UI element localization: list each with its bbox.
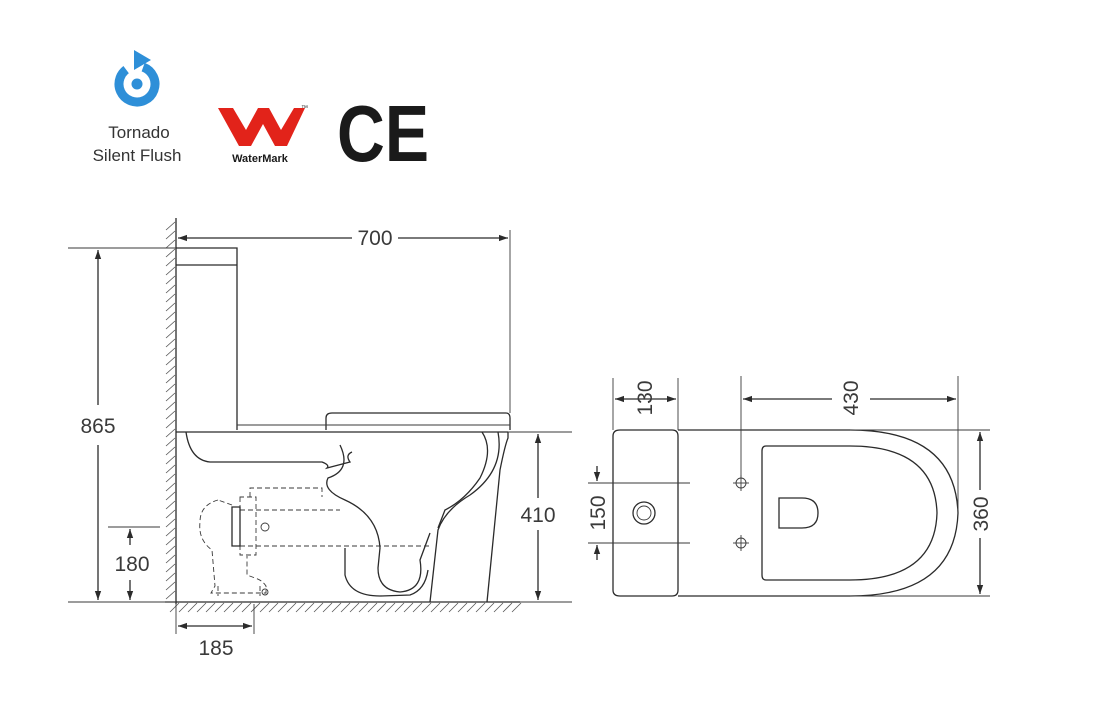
tornado-line2: Silent Flush [93, 146, 182, 165]
bowl-outer [678, 429, 959, 597]
dim-outlet-height: 180 [114, 553, 149, 576]
dim-inlet-spacing: 150 [587, 495, 610, 530]
tornado-logo: Tornado Silent Flush [93, 50, 182, 165]
side-dimensions: 700 865 180 185 410 [68, 227, 572, 660]
dim-tank-depth: 130 [634, 380, 657, 415]
watermark-w-icon [218, 108, 305, 146]
dim-width: 360 [970, 496, 993, 531]
side-view [165, 218, 522, 613]
dim-outlet-setback: 185 [198, 637, 233, 660]
seat-lid [325, 412, 511, 430]
fixing-point [733, 535, 749, 551]
dim-height: 865 [80, 415, 115, 438]
dim-bowl-length: 430 [840, 380, 863, 415]
trap-front [185, 431, 500, 603]
top-dimensions: 130 430 150 360 [587, 376, 993, 597]
outlet-pipe-dashed [199, 487, 430, 594]
watermark-label: WaterMark [232, 153, 289, 165]
ce-mark-icon: CE [337, 89, 429, 178]
ce-label: CE [337, 89, 429, 178]
dim-rim-height: 410 [520, 504, 555, 527]
drain-outline [778, 497, 819, 529]
circular-arrow-icon [114, 50, 160, 107]
floor-hatch [169, 602, 522, 613]
pan-body [486, 432, 509, 603]
tornado-line1: Tornado [108, 123, 169, 142]
seat-inner [761, 445, 938, 581]
watermark-logo: ™ WaterMark [218, 105, 308, 165]
wall-hatch [165, 221, 176, 600]
cistern-outline [176, 247, 238, 430]
watermark-tm: ™ [301, 105, 308, 112]
bowl-inner [326, 444, 431, 593]
dim-length: 700 [357, 227, 392, 250]
top-view [612, 429, 959, 597]
cistern-top [612, 429, 679, 597]
flush-button [632, 501, 656, 525]
